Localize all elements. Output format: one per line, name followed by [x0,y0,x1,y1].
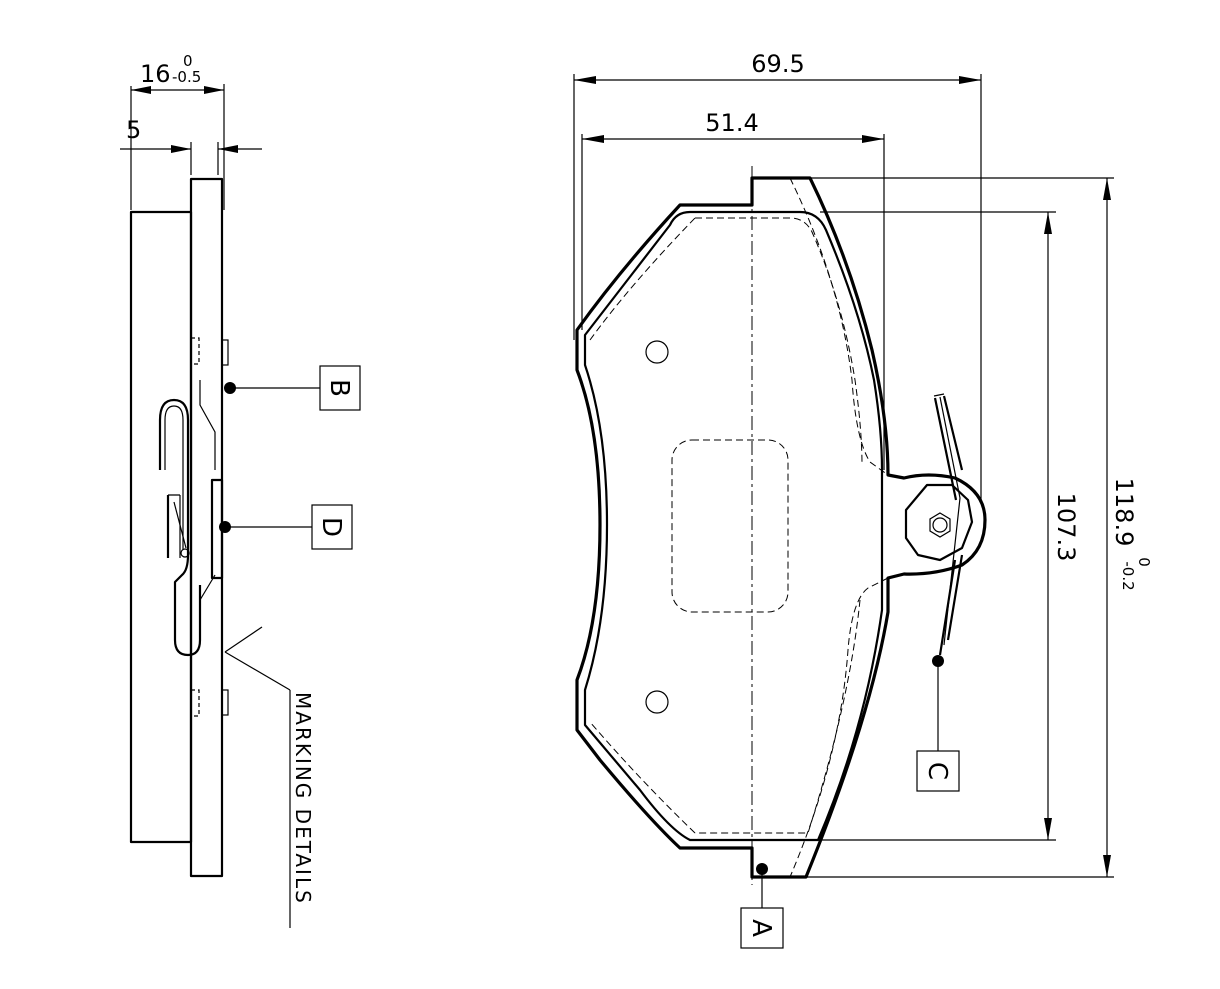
side-tab [221,689,229,716]
dim-overall-height-upper-tol: 0 [1135,557,1153,567]
front-hole-upper [645,340,669,364]
dim-overall-height-lower-tol: -0.2 [1119,561,1137,590]
dim-thickness-upper-tol: 0 [183,52,193,70]
side-friction-block [129,210,193,844]
sensor-wire [933,395,964,501]
callout-b-label: B [324,379,354,397]
dim-arrow [171,145,191,153]
dim-arrow [131,86,151,94]
marking-leader [224,626,263,653]
callout-c-label: C [922,762,952,780]
sensor-wire [938,554,964,656]
marking-leader [224,651,291,691]
front-view: C A 69.5 51.4 107.3 118.9 0 [573,50,1153,949]
dim-arrow [1103,178,1111,200]
dim-arrow [1044,212,1052,234]
front-pad-dashed-offset [695,599,861,834]
dim-overall-height-label: 118.9 [1110,478,1138,547]
callout-a-label: A [746,919,776,937]
side-view: 16 0 -0.5 5 B D MARKING DETAILS [120,52,361,928]
front-pad-outline [583,210,884,842]
front-pad-dashed-offset [695,217,863,466]
dim-inner-width-label: 51.4 [705,109,758,137]
side-indicator-body [199,380,216,470]
front-pad-dashed-offset [589,217,696,834]
sensor-wire [933,393,945,397]
side-indicator-body [199,574,216,620]
side-clip-rivet [180,548,190,558]
side-spring-clip [158,398,202,657]
front-chamfer-dashed [789,177,889,476]
side-tab [221,339,229,366]
dim-arrow [1103,855,1111,877]
dim-thickness-lower-tol: -0.5 [172,68,201,86]
sensor-hex [929,512,951,538]
dim-arrow [218,145,238,153]
callout-d-label: D [316,517,346,537]
side-backing-plate [189,177,224,878]
callout-b-box [319,365,361,411]
side-tab [190,689,200,717]
sensor-bolt [932,517,948,533]
side-spring-clip [164,405,184,550]
marking-details-note: MARKING DETAILS [291,692,315,905]
dim-arrow [204,86,224,94]
sensor-housing [904,483,974,562]
dim-arrow [1044,818,1052,840]
front-hole-lower [645,690,669,714]
front-chamfer-dashed [789,577,889,878]
side-tab [190,337,200,365]
dim-arrow [959,76,981,84]
dim-arrow [574,76,596,84]
callout-a-box [740,907,784,949]
dim-pad-height-label: 107.3 [1052,493,1080,562]
side-clip-spring [173,501,187,549]
dim-overall-width-label: 69.5 [751,50,804,78]
dim-backplate-label: 5 [126,116,141,144]
front-backing-plate-outline [575,176,987,879]
side-spring-clip [168,494,181,558]
front-center-dashed-recess [671,439,789,613]
dim-arrow [862,135,884,143]
dim-arrow [582,135,604,143]
callout-c-box [916,750,960,792]
callout-d-box [311,504,353,550]
dim-thickness-label: 16 [140,60,171,88]
